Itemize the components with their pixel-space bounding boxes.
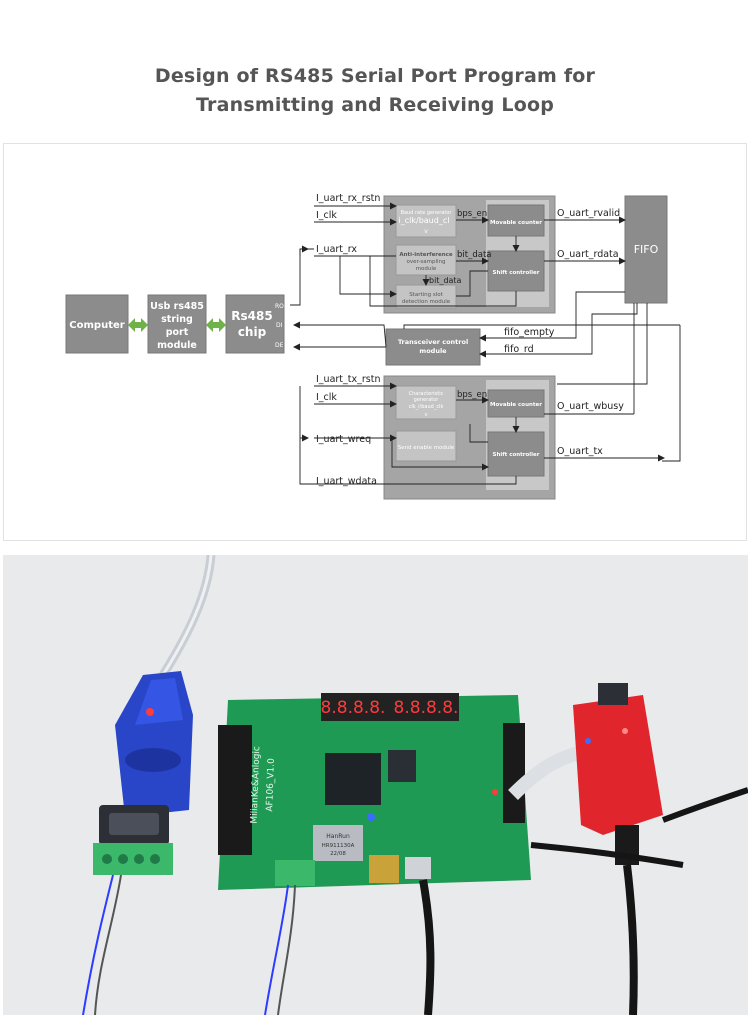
usb-module-line-1: Usb rs485 bbox=[150, 301, 204, 312]
computer-block: Computer bbox=[65, 294, 129, 354]
date-code-label: 22/08 bbox=[330, 851, 346, 857]
sig-fifo-rd: fifo_rd bbox=[504, 344, 534, 355]
usb-module-line-3: port bbox=[166, 327, 189, 338]
link-arrow-2 bbox=[206, 318, 226, 332]
seven-seg-right: 8.8.8.8. bbox=[394, 698, 459, 718]
usb-rs485-adapter bbox=[93, 671, 193, 875]
rs485-chip-line-2: chip bbox=[238, 325, 267, 339]
fifo-label: FIFO bbox=[634, 243, 659, 256]
board-brand-label: MilianKe&Anlogic bbox=[250, 746, 263, 824]
hardware-photo: 8.8.8.8. 8.8.8.8. HanRun HR911130A 22/08… bbox=[3, 555, 748, 1015]
block-diagram-svg: Computer Usb rs485 string port module Rs… bbox=[65, 193, 681, 500]
board-version-label: AF106_V1.0 bbox=[265, 758, 277, 812]
page-title: Design of RS485 Serial Port Program for … bbox=[0, 62, 750, 120]
pin-di: DI bbox=[276, 322, 283, 329]
tx-char-gen-line-3: clk_i/baud_clk bbox=[409, 404, 444, 410]
tx-char-gen-line-1: Characteristic bbox=[409, 391, 444, 397]
pin-de: DE bbox=[275, 342, 284, 349]
sig-i-clk-rx: I_clk bbox=[316, 210, 337, 221]
jtag-header bbox=[503, 723, 525, 823]
transceiver-line-2: module bbox=[419, 347, 447, 355]
sig-i-uart-tx-rstn: I_uart_tx_rstn bbox=[316, 374, 380, 385]
rx-baud-gen-line-3: v bbox=[424, 228, 428, 235]
adapter-led bbox=[146, 708, 154, 716]
rx-movable-counter-label: Movable counter bbox=[490, 220, 542, 226]
hardware-photo-svg: 8.8.8.8. 8.8.8.8. HanRun HR911130A 22/08… bbox=[82, 555, 748, 1015]
fpga-board: 8.8.8.8. 8.8.8.8. HanRun HR911130A 22/08… bbox=[218, 693, 531, 890]
board-led-red bbox=[492, 789, 498, 795]
sig-bit-data-2: bit_data bbox=[429, 276, 462, 285]
wires bbox=[290, 202, 681, 485]
sig-bps-en-tx: bps_en bbox=[457, 390, 487, 400]
black-cable-usb bbox=[419, 879, 435, 1015]
transceiver-control-block: Transceiver control module bbox=[385, 328, 481, 366]
tx-char-gen-line-2: generator bbox=[414, 397, 440, 403]
hanrun-label: HanRun bbox=[326, 833, 350, 840]
rx-shift-controller-label: Shift controller bbox=[493, 270, 540, 276]
sig-o-uart-rvalid: O_uart_rvalid bbox=[557, 208, 620, 219]
jtag-probe bbox=[573, 683, 663, 865]
rx-anti-line-1: Anti-interference bbox=[399, 252, 453, 258]
rs485-chip-line-1: Rs485 bbox=[231, 309, 272, 323]
computer-label: Computer bbox=[69, 320, 124, 331]
rx-start-line-1: Starting slot bbox=[409, 292, 443, 298]
ethernet-jack bbox=[313, 825, 363, 861]
rx-module-panel: Baud rate generator i_clk/baud_cl v Anti… bbox=[383, 195, 556, 314]
tx-movable-counter-label: Movable counter bbox=[490, 402, 542, 408]
hr-part-label: HR911130A bbox=[322, 843, 355, 849]
black-cable-right bbox=[623, 864, 638, 1015]
rx-baud-gen-line-1: Baud rate generator bbox=[401, 210, 453, 216]
sig-i-uart-wreq: I_uart_wreq bbox=[316, 434, 371, 445]
tx-char-gen-line-4: v bbox=[425, 412, 428, 418]
sig-i-clk-tx: I_clk bbox=[316, 392, 337, 403]
seven-seg-left: 8.8.8.8. bbox=[321, 698, 386, 718]
rx-baud-gen-line-2: i_clk/baud_cl bbox=[399, 216, 450, 225]
board-led-blue bbox=[367, 813, 375, 821]
rx-anti-line-2: over-sampling bbox=[406, 259, 445, 265]
link-arrow-1 bbox=[128, 318, 148, 332]
rx-start-line-2: detection module bbox=[402, 299, 451, 305]
tx-shift-controller-label: Shift controller bbox=[493, 452, 540, 458]
title-line-2: Transmitting and Receiving Loop bbox=[195, 94, 555, 116]
tx-send-enable-label: Send enable module bbox=[398, 445, 455, 451]
rx-anti-line-3: module bbox=[416, 266, 437, 272]
sig-fifo-empty: fifo_empty bbox=[504, 327, 555, 338]
sig-i-uart-rx-rstn: I_uart_rx_rstn bbox=[316, 193, 380, 204]
hdmi-port bbox=[369, 855, 399, 883]
fifo-block: FIFO bbox=[624, 195, 668, 304]
sig-o-uart-rdata: O_uart_rdata bbox=[557, 249, 619, 260]
expansion-header bbox=[218, 725, 252, 855]
sig-i-uart-wdata: I_uart_wdata bbox=[316, 476, 377, 487]
title-line-1: Design of RS485 Serial Port Program for bbox=[154, 65, 596, 87]
sig-i-uart-rx: I_uart_rx bbox=[316, 244, 357, 255]
sig-bit-data-1: bit_data bbox=[457, 250, 492, 260]
usb-rs485-module-block: Usb rs485 string port module bbox=[147, 294, 207, 354]
tx-module-panel: Characteristic generator clk_i/baud_clk … bbox=[383, 375, 556, 500]
usb-module-line-2: string bbox=[161, 314, 193, 325]
block-diagram: Computer Usb rs485 string port module Rs… bbox=[3, 143, 747, 541]
seven-segment-display bbox=[321, 693, 459, 721]
usb-port bbox=[405, 857, 431, 879]
transceiver-line-1: Transceiver control bbox=[398, 338, 468, 346]
sig-bps-en-rx: bps_en bbox=[457, 209, 487, 219]
usb-cable bbox=[159, 555, 216, 678]
signal-labels: I_uart_rx_rstn I_clk I_uart_rx bps_en bi… bbox=[316, 193, 624, 487]
rs485-chip-block: Rs485 chip RO DI DE bbox=[225, 294, 285, 354]
terminal-block-board bbox=[275, 860, 315, 886]
fpga-chip bbox=[325, 753, 381, 805]
usb-module-line-4: module bbox=[157, 340, 197, 351]
pin-ro: RO bbox=[275, 303, 284, 310]
sig-o-uart-wbusy: O_uart_wbusy bbox=[557, 401, 624, 412]
sig-o-uart-tx: O_uart_tx bbox=[557, 446, 603, 457]
